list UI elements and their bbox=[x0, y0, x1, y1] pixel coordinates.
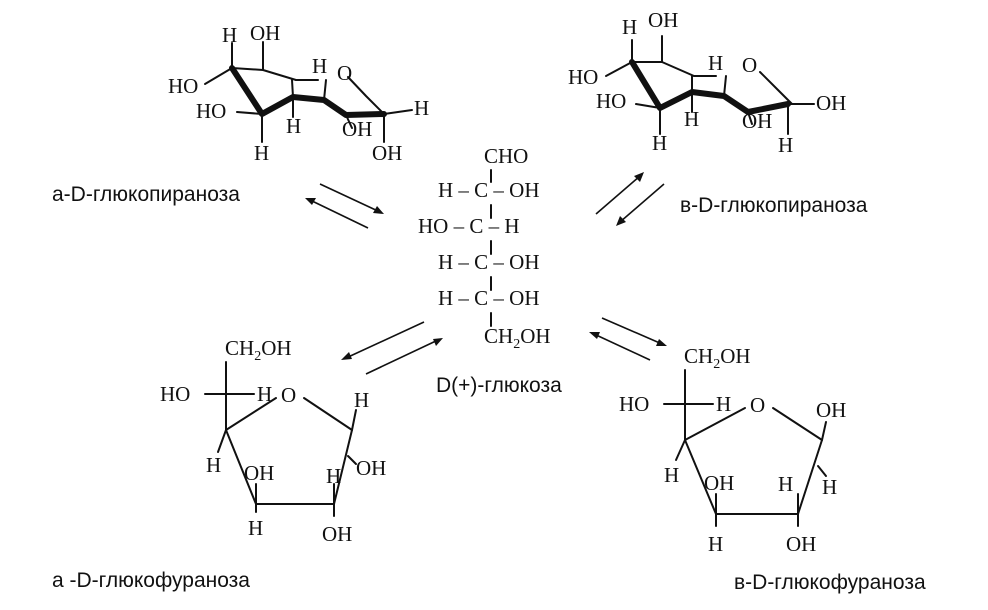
svg-text:OH: OH bbox=[342, 117, 372, 141]
svg-text:HO: HO bbox=[196, 99, 226, 123]
svg-text:H: H bbox=[312, 54, 327, 78]
svg-text:H: H bbox=[354, 388, 369, 412]
caption-open-chain: D(+)-глюкоза bbox=[436, 374, 562, 397]
ring-front-bonds bbox=[629, 59, 791, 115]
equilibrium-arrows bbox=[305, 172, 667, 375]
alpha-furanose: CH2OH HO H O H OH H OH H H OH а -D-глюко… bbox=[52, 336, 386, 592]
cho-group: CHO bbox=[484, 144, 528, 168]
svg-text:HO: HO bbox=[568, 65, 598, 89]
svg-text:H: H bbox=[778, 133, 793, 157]
beta-furanose: CH2OH HO H O OH H H OH H H OH в-D-глюкоф… bbox=[619, 344, 926, 594]
caption-beta-furanose: в-D-глюкофураноза bbox=[734, 571, 926, 594]
svg-text:OH: OH bbox=[648, 8, 678, 32]
ring-bond bbox=[347, 76, 385, 115]
svg-text:OH: OH bbox=[742, 109, 772, 133]
svg-text:CH2OH: CH2OH bbox=[684, 344, 751, 372]
svg-text:OH: OH bbox=[816, 398, 846, 422]
svg-text:HO: HO bbox=[168, 74, 198, 98]
svg-text:O: O bbox=[742, 53, 757, 77]
ring-bond bbox=[303, 397, 353, 431]
caption-alpha-pyranose: a-D-глюкопираноза bbox=[52, 183, 240, 206]
svg-text:OH: OH bbox=[704, 471, 734, 495]
svg-text:H: H bbox=[254, 141, 269, 165]
c5-row: H – C – OH bbox=[438, 286, 540, 310]
svg-text:H: H bbox=[652, 131, 667, 155]
svg-text:O: O bbox=[750, 393, 765, 417]
ring-bond bbox=[684, 407, 746, 441]
open-chain-glucose: CHO H – C – OH HO – C – H H – C – OH H –… bbox=[418, 144, 562, 397]
c3-row: HO – C – H bbox=[418, 214, 520, 238]
svg-text:H: H bbox=[684, 107, 699, 131]
svg-text:H: H bbox=[222, 23, 237, 47]
svg-text:H: H bbox=[822, 475, 837, 499]
c4-row: H – C – OH bbox=[438, 250, 540, 274]
svg-text:HO: HO bbox=[619, 392, 649, 416]
svg-text:O: O bbox=[337, 61, 352, 85]
svg-text:OH: OH bbox=[244, 461, 274, 485]
ring-bond bbox=[684, 439, 823, 515]
svg-text:HO: HO bbox=[160, 382, 190, 406]
svg-text:OH: OH bbox=[356, 456, 386, 480]
ring-bond bbox=[759, 71, 793, 105]
svg-text:O: O bbox=[281, 383, 296, 407]
caption-beta-pyranose: в-D-глюкопираноза bbox=[680, 194, 868, 217]
ring-bond bbox=[772, 407, 823, 441]
svg-text:HO: HO bbox=[596, 89, 626, 113]
alpha-pyranose: H OH HO HO H O H OH H H OH a-D-глюкопира… bbox=[52, 21, 429, 206]
svg-text:H: H bbox=[326, 464, 341, 488]
svg-text:H: H bbox=[664, 463, 679, 487]
svg-text:H: H bbox=[248, 516, 263, 540]
svg-text:OH: OH bbox=[250, 21, 280, 45]
ring-bond bbox=[225, 397, 277, 431]
svg-text:H: H bbox=[716, 392, 731, 416]
ring-bond bbox=[225, 429, 353, 505]
svg-text:H: H bbox=[708, 532, 723, 556]
svg-text:H: H bbox=[257, 382, 272, 406]
ring-front-bonds bbox=[229, 65, 387, 118]
svg-text:OH: OH bbox=[322, 522, 352, 546]
svg-text:H: H bbox=[206, 453, 221, 477]
svg-text:H: H bbox=[414, 96, 429, 120]
svg-text:H: H bbox=[622, 15, 637, 39]
beta-pyranose: H OH HO HO H O H OH OH H H в-D-глюкопира… bbox=[568, 8, 868, 217]
svg-text:H: H bbox=[286, 114, 301, 138]
svg-text:H: H bbox=[708, 51, 723, 75]
svg-text:H: H bbox=[778, 472, 793, 496]
svg-text:CH2OH: CH2OH bbox=[225, 336, 292, 364]
c2-row: H – C – OH bbox=[438, 178, 540, 202]
caption-alpha-furanose: а -D-глюкофураноза bbox=[52, 569, 250, 592]
c6-ch2oh: CH2OH bbox=[484, 324, 551, 352]
svg-text:OH: OH bbox=[372, 141, 402, 165]
svg-text:OH: OH bbox=[816, 91, 846, 115]
svg-text:OH: OH bbox=[786, 532, 816, 556]
